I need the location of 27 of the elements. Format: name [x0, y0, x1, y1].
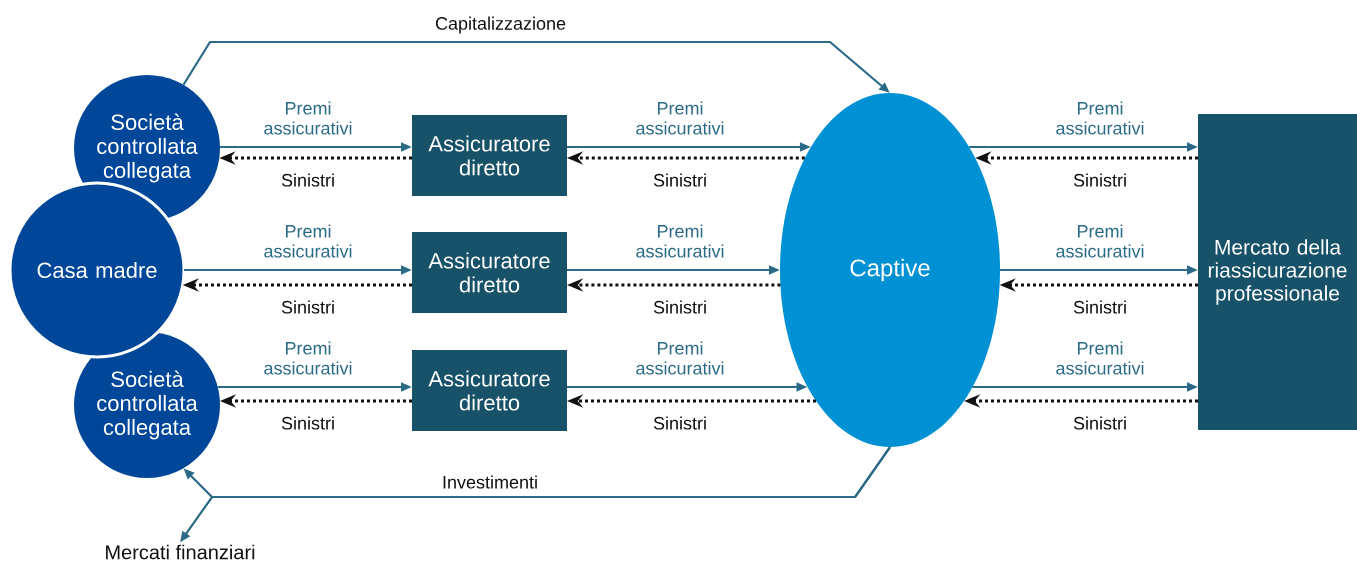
- node-label: Mercati finanziari: [106, 544, 255, 560]
- edge-label: Investimenti: [443, 475, 537, 489]
- edge-label: Premi assicurativi: [636, 341, 724, 375]
- edge-label: Sinistri: [1073, 173, 1126, 187]
- edge-label: Sinistri: [1073, 300, 1126, 314]
- edge-label: Sinistri: [281, 300, 334, 314]
- edge-label: Premi assicurativi: [1056, 224, 1144, 258]
- edge-label: Capitalizzazione: [435, 16, 566, 34]
- insurer-box: Assicuratore diretto: [412, 232, 567, 313]
- edge-label: Premi assicurativi: [264, 224, 352, 258]
- edge-label: Premi assicurativi: [1056, 341, 1144, 375]
- edge-label: Sinistri: [1073, 416, 1126, 430]
- edge-label: Premi assicurativi: [1056, 101, 1144, 135]
- edge-label: Sinistri: [653, 416, 706, 430]
- market-box: Mercato della riassicurazione professionale: [1198, 114, 1357, 430]
- edge-label: Premi assicurativi: [636, 101, 724, 135]
- edge-label: Sinistri: [281, 416, 334, 430]
- edge-label: Sinistri: [653, 300, 706, 314]
- edge-label: Premi assicurativi: [636, 224, 724, 258]
- edge-label: Premi assicurativi: [264, 101, 352, 135]
- edge-label: Premi assicurativi: [264, 341, 352, 375]
- edge-label: Sinistri: [653, 173, 706, 187]
- edge-label: Sinistri: [281, 173, 334, 187]
- node-label: Società controllata collegata: [97, 370, 198, 440]
- insurer-box: Assicuratore diretto: [412, 115, 567, 196]
- insurer-box: Assicuratore diretto: [412, 350, 567, 431]
- node-label: Società controllata collegata: [97, 113, 198, 183]
